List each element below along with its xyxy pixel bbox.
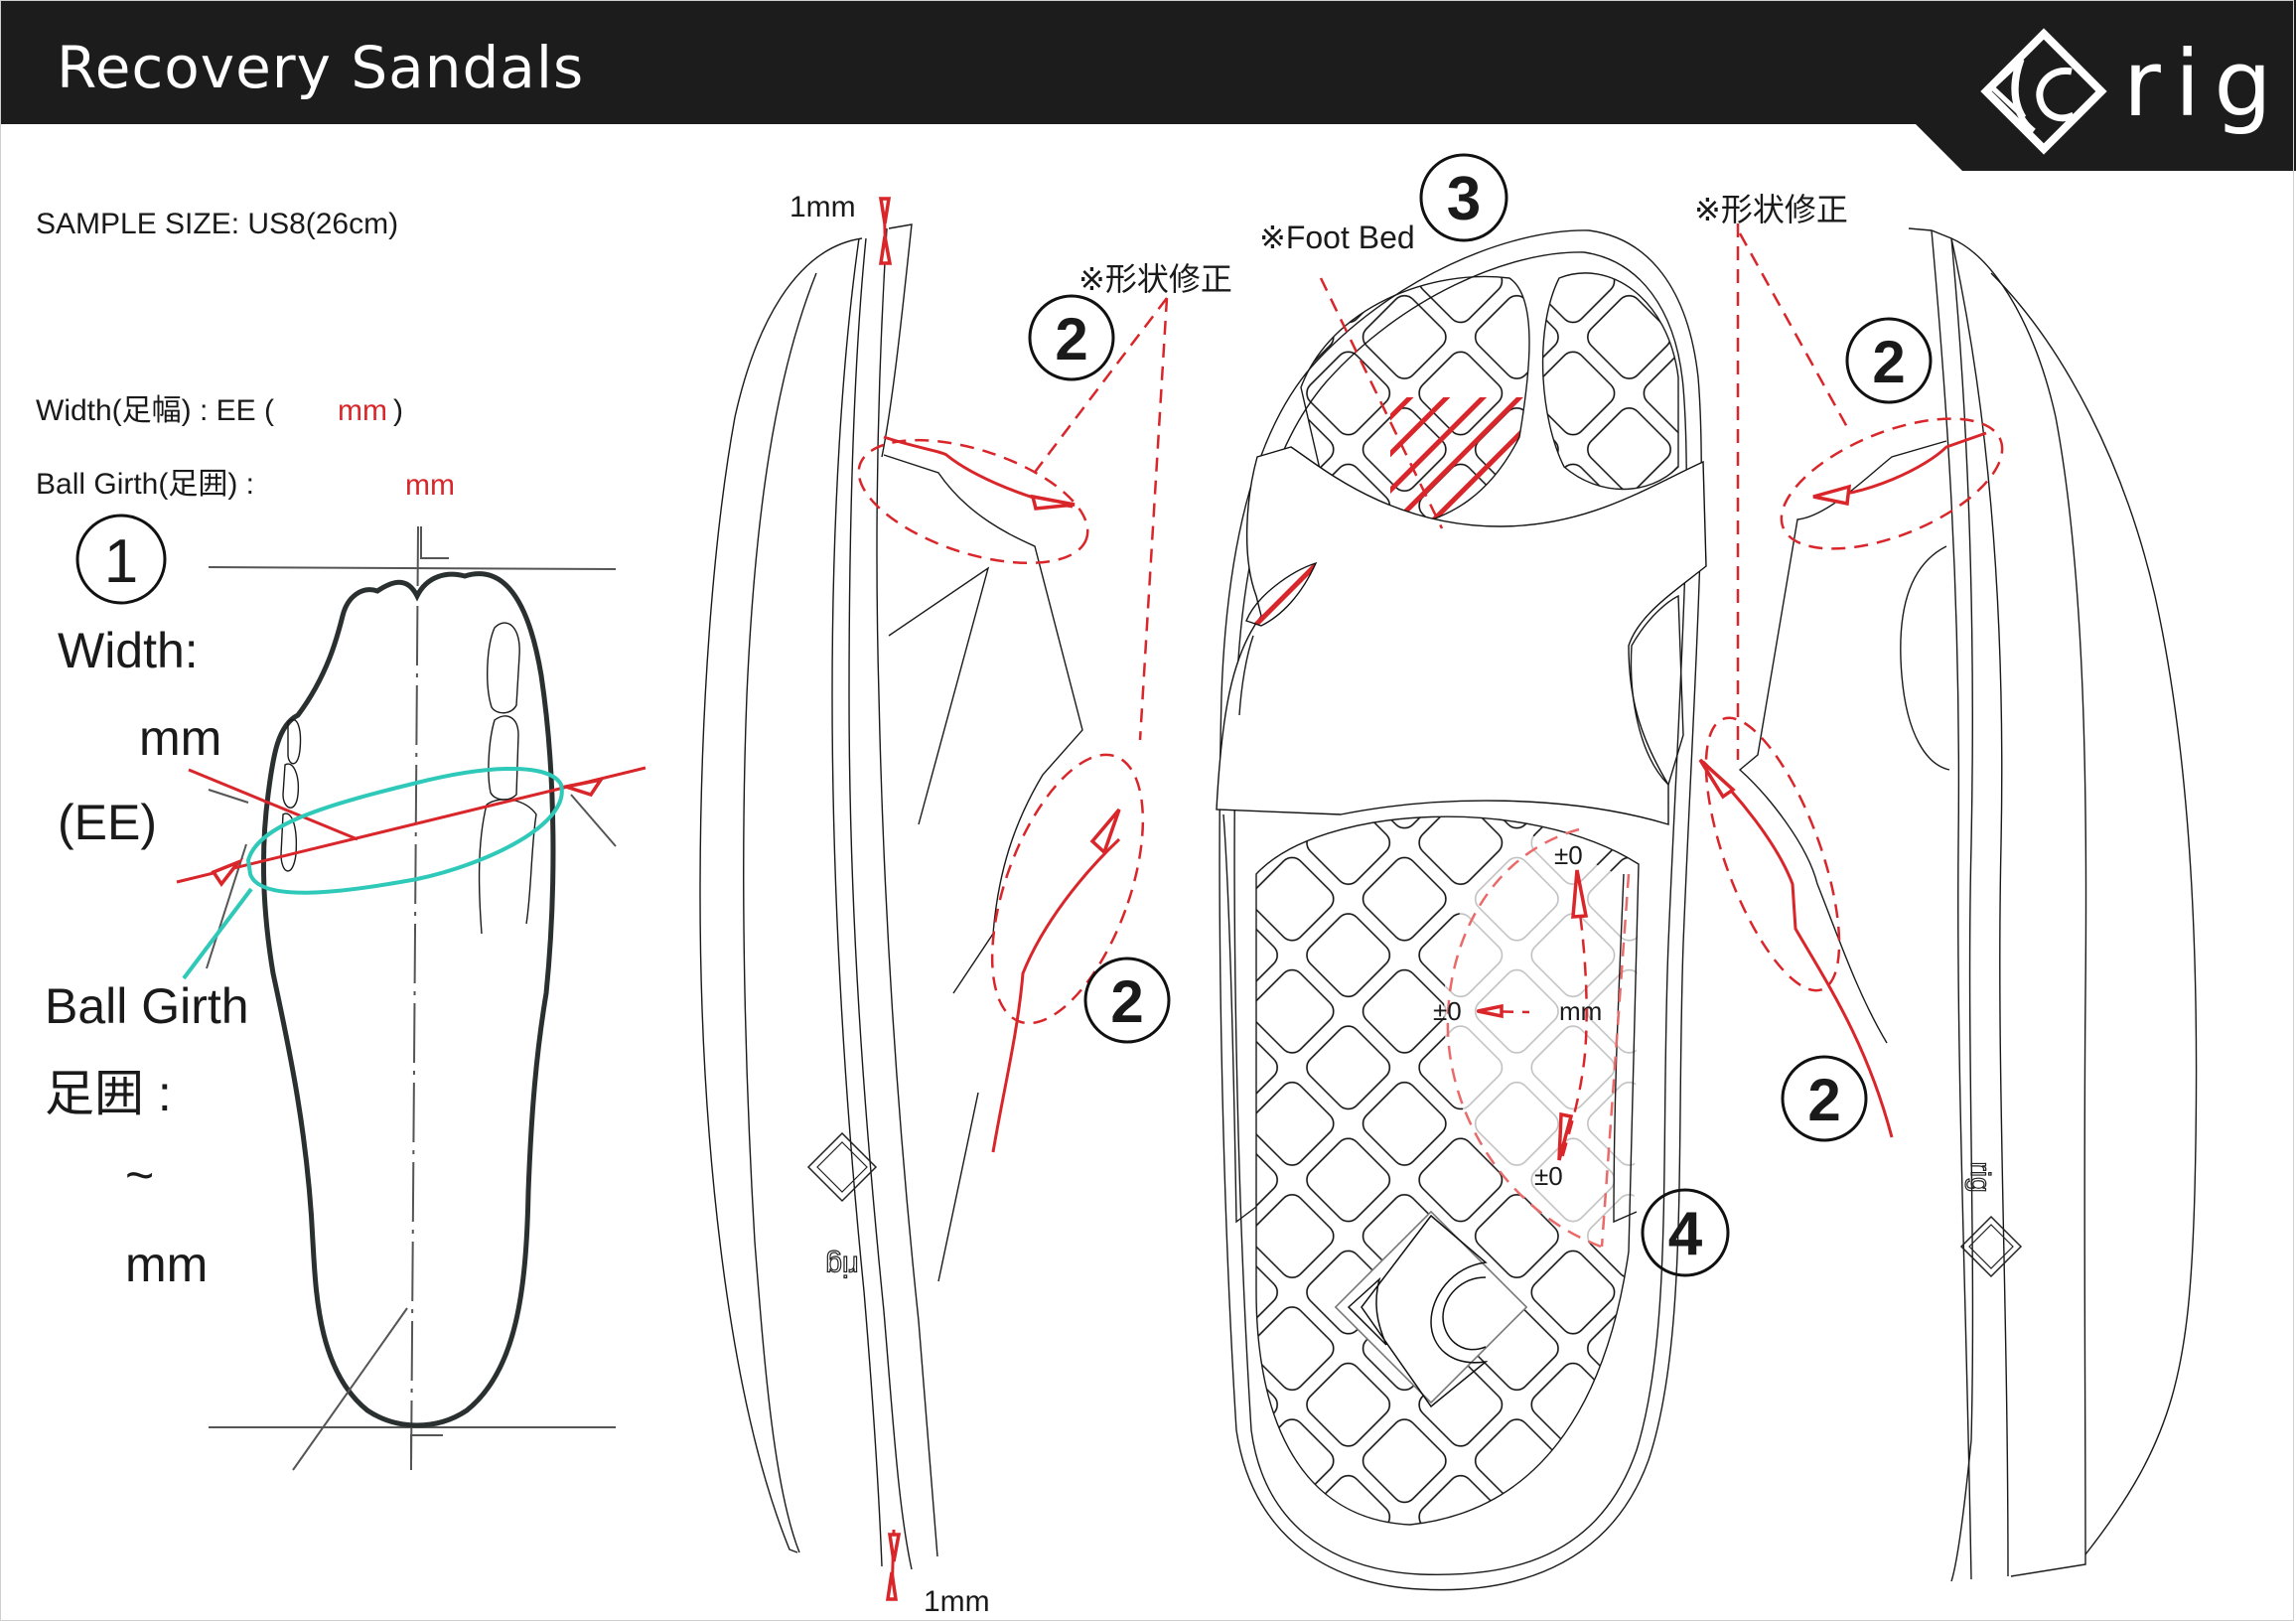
foot-outline-diagram xyxy=(176,525,646,1471)
brand-name: rig xyxy=(2123,31,2286,137)
tolerance-top: ±0 xyxy=(1554,840,1583,870)
thickness-label-bottom: 1mm xyxy=(924,1585,990,1618)
right-side-view: rig xyxy=(1698,223,2198,1582)
center-top-view xyxy=(1216,229,1707,1591)
marker-3: 3 xyxy=(1419,153,1508,242)
marker-2-upper-right: 2 xyxy=(1845,317,1933,404)
foot-width-unit: mm xyxy=(139,710,221,766)
svg-text:rig: rig xyxy=(1965,1161,1996,1192)
width-spec-close: ) xyxy=(393,394,403,427)
left-side-view: rig 1mm 1mm xyxy=(699,191,1169,1618)
left-side-embossed-logo: rig xyxy=(806,1131,878,1283)
width-spec-unit: mm xyxy=(338,394,387,427)
brand-logo: rig xyxy=(1980,28,2286,155)
foot-bed-label: ※Foot Bed xyxy=(1259,220,1415,255)
ball-girth-spec-unit: mm xyxy=(405,469,455,502)
right-side-embossed-logo: rig xyxy=(1959,1161,2023,1278)
svg-text:2: 2 xyxy=(1872,329,1905,395)
foot-width-fitting: (EE) xyxy=(58,795,157,850)
svg-text:4: 4 xyxy=(1668,1200,1703,1268)
sample-size-label: SAMPLE SIZE: US8(26cm) xyxy=(36,208,398,240)
svg-text:2: 2 xyxy=(1110,968,1143,1035)
marker-2-upper-left: 2 xyxy=(1028,294,1115,381)
foot-range-separator: ~ xyxy=(125,1147,154,1203)
heel-logo-icon xyxy=(1334,1210,1528,1408)
page-title: Recovery Sandals xyxy=(57,34,584,101)
svg-text:3: 3 xyxy=(1447,165,1481,233)
tolerance-unit: mm xyxy=(1559,996,1602,1026)
shape-fix-label-left: ※形状修正 xyxy=(1078,261,1232,297)
marker-1: ① 1 xyxy=(75,514,167,605)
svg-text:rig: rig xyxy=(825,1250,858,1282)
foot-ball-girth-jp: 足囲 : xyxy=(45,1066,172,1121)
width-spec: Width(足幅) : EE ( mm ) xyxy=(36,394,403,427)
ball-girth-spec-label: Ball Girth(足囲) : xyxy=(36,468,254,501)
foot-ball-girth-unit: mm xyxy=(125,1237,208,1292)
brand-diamond-icon xyxy=(1980,28,2107,155)
svg-text:2: 2 xyxy=(1055,306,1087,372)
marker-2-lower-right: 2 xyxy=(1781,1055,1868,1142)
shape-fix-label-right: ※形状修正 xyxy=(1694,192,1848,227)
header-bar xyxy=(0,0,2296,171)
svg-text:2: 2 xyxy=(1807,1067,1840,1133)
svg-text:1: 1 xyxy=(104,527,138,596)
foot-width-title: Width: xyxy=(58,623,199,678)
width-spec-label: Width(足幅) : EE ( xyxy=(36,394,274,427)
marker-4: 4 xyxy=(1641,1188,1730,1277)
ball-girth-spec: Ball Girth(足囲) : mm xyxy=(36,468,455,502)
tolerance-bottom: ±0 xyxy=(1534,1161,1563,1191)
strap xyxy=(1216,446,1707,825)
thickness-label-top: 1mm xyxy=(789,191,856,223)
foot-ball-girth-title: Ball Girth xyxy=(45,978,249,1034)
tolerance-left: ±0 xyxy=(1433,996,1462,1026)
marker-2-lower-left: 2 xyxy=(1083,957,1171,1044)
